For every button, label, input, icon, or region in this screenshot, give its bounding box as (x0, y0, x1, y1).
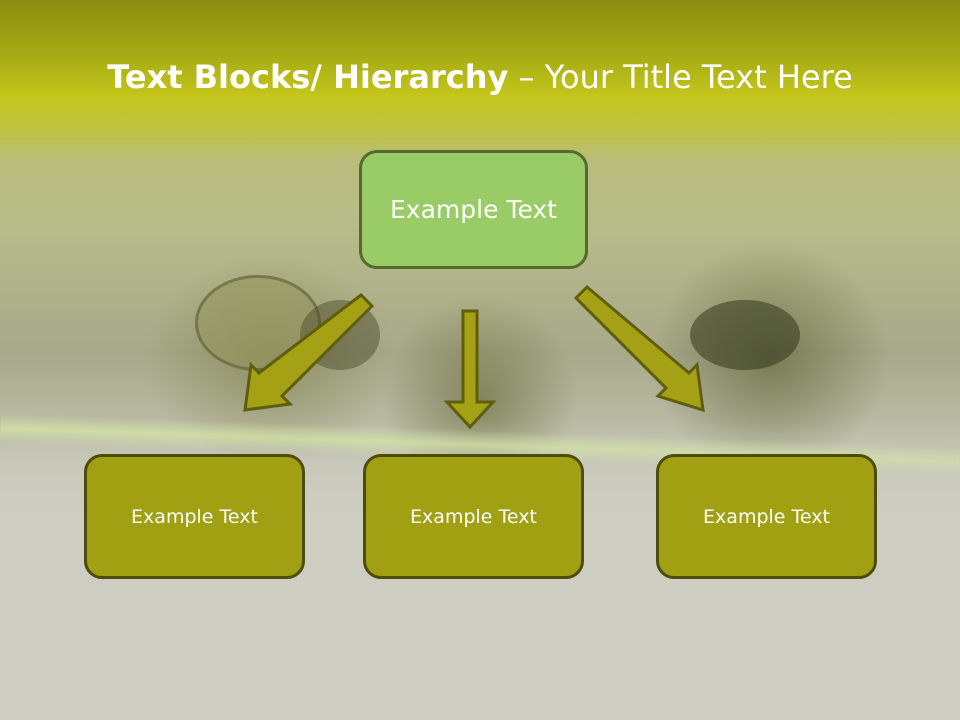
slide-title-rest: – Your Title Text Here (508, 58, 853, 96)
child-box-left: Example Text (84, 454, 305, 579)
arrow-right (573, 284, 705, 413)
slide-title-bold: Text Blocks/ Hierarchy (107, 58, 509, 96)
sunglasses-right-lens (690, 300, 800, 370)
arrow-center (443, 309, 497, 430)
arrow-left (243, 293, 375, 412)
child-box-center: Example Text (363, 454, 584, 579)
slide-title: Text Blocks/ Hierarchy – Your Title Text… (0, 52, 960, 102)
child-box-right: Example Text (656, 454, 877, 579)
title-bar (0, 0, 960, 160)
top-box: Example Text (359, 150, 588, 269)
